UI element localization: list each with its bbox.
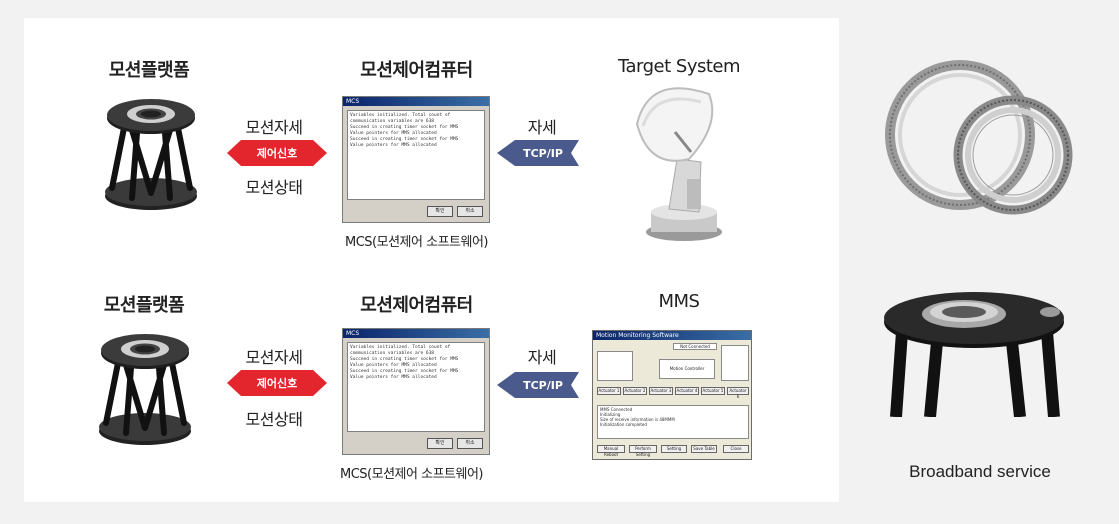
right-top-label-1: 자세 bbox=[527, 118, 557, 137]
actuator-button[interactable]: Actuator 6 bbox=[727, 387, 749, 399]
control-signal-label-1: 제어신호 bbox=[256, 147, 298, 160]
manual-reboot-button[interactable]: Manual Reboot bbox=[597, 445, 625, 457]
computer-caption-1: MCS(모션제어 소프트웨어) bbox=[345, 235, 488, 250]
log-line: Initialization completed bbox=[600, 422, 647, 427]
log-line: Value pointers for MMS allocated bbox=[350, 363, 437, 368]
mcs-window-1: MCS Variables initialized. Total count o… bbox=[342, 96, 490, 223]
tcpip-arrow-2: TCP/IP bbox=[497, 372, 579, 398]
tcpip-label-2: TCP/IP bbox=[523, 378, 563, 392]
log-line: Value pointers for MMS allocated bbox=[350, 375, 437, 380]
tcpip-label-1: TCP/IP bbox=[523, 146, 563, 160]
target-title-2: MMS bbox=[658, 291, 701, 312]
log-line: Initializing bbox=[600, 412, 621, 417]
actuator-button[interactable]: Actuator 3 bbox=[649, 387, 673, 395]
mcs-log-1: Variables initialized. Total count of co… bbox=[347, 110, 485, 200]
computer-title-1: 모션제어컴퓨터 bbox=[360, 60, 473, 81]
control-signal-arrow-2: 제어신호 bbox=[227, 370, 327, 396]
mms-center-label: Motion Controller bbox=[659, 359, 715, 379]
log-line: Succeed in creating timer socket for MMS bbox=[350, 357, 459, 362]
actuator-button[interactable]: Actuator 5 bbox=[701, 387, 725, 395]
motion-platform-image-2 bbox=[99, 334, 191, 445]
save-table-button[interactable]: Save Table bbox=[691, 445, 717, 453]
log-line: Value pointers for MMS allocated bbox=[350, 143, 437, 148]
log-line: Variables initialized. Total count of co… bbox=[350, 345, 451, 356]
mcs-ok-button-1[interactable]: 확인 bbox=[427, 206, 453, 217]
target-title-1: Target System bbox=[617, 56, 741, 77]
computer-caption-2: MCS(모션제어 소프트웨어) bbox=[340, 467, 483, 482]
log-line: Succeed in creating timer socket for MMS bbox=[350, 137, 459, 142]
actuator-button[interactable]: Actuator 1 bbox=[597, 387, 621, 395]
satellite-antenna-image bbox=[635, 87, 722, 241]
mcs-window-titlebar-2: MCS bbox=[343, 329, 489, 338]
slewing-bearing-image bbox=[885, 60, 1073, 215]
computer-title-2: 모션제어컴퓨터 bbox=[360, 295, 473, 316]
mms-right-group bbox=[721, 345, 749, 381]
broadband-service-caption: Broadband service bbox=[909, 462, 1051, 481]
actuator-button[interactable]: Actuator 2 bbox=[623, 387, 647, 395]
mcs-ok-button-2[interactable]: 확인 bbox=[427, 438, 453, 449]
mcs-cancel-button-2[interactable]: 취소 bbox=[457, 438, 483, 449]
mms-window-titlebar: Motion Monitoring Software bbox=[593, 331, 751, 340]
control-signal-label-2: 제어신호 bbox=[256, 377, 298, 390]
mcs-cancel-button-1[interactable]: 취소 bbox=[457, 206, 483, 217]
log-line: Variables initialized. Total count of co… bbox=[350, 113, 451, 124]
mms-log: MMS Connected Initializing Size of recei… bbox=[597, 405, 749, 439]
perform-setting-button[interactable]: Perform Setting bbox=[629, 445, 657, 457]
platform-title-2: 모션플랫폼 bbox=[103, 295, 185, 316]
tcpip-arrow-1: TCP/IP bbox=[497, 140, 579, 166]
control-signal-arrow-1: 제어신호 bbox=[227, 140, 327, 166]
platform-title-1: 모션플랫폼 bbox=[108, 60, 190, 81]
log-line: Succeed in creating timer socket for MMS bbox=[350, 125, 459, 130]
motion-platform-image-1 bbox=[105, 99, 197, 210]
turntable-platform-image bbox=[884, 292, 1064, 417]
close-button[interactable]: Close bbox=[723, 445, 749, 453]
mcs-window-2: MCS Variables initialized. Total count o… bbox=[342, 328, 490, 455]
right-top-label-2: 자세 bbox=[527, 348, 557, 367]
diagram-panel: 모션플랫폼 모션자세 제어신호 모션상태 모션제어컴퓨터 MCS Variabl… bbox=[24, 18, 839, 502]
log-line: Succeed in creating timer socket for MMS bbox=[350, 369, 459, 374]
log-line: MMS Connected bbox=[600, 407, 633, 412]
mcs-log-2: Variables initialized. Total count of co… bbox=[347, 342, 485, 432]
log-line: Value pointers for MMS allocated bbox=[350, 131, 437, 136]
setting-button[interactable]: Setting bbox=[661, 445, 687, 453]
actuator-button[interactable]: Actuator 4 bbox=[675, 387, 699, 395]
top-label-2: 모션자세 bbox=[245, 348, 303, 367]
bottom-label-1: 모션상태 bbox=[245, 178, 303, 197]
mms-window: Motion Monitoring Software Not Connected… bbox=[592, 330, 752, 460]
mcs-window-titlebar-1: MCS bbox=[343, 97, 489, 106]
mms-status: Not Connected bbox=[673, 343, 717, 350]
mms-left-group bbox=[597, 351, 633, 381]
top-label-1: 모션자세 bbox=[245, 118, 303, 137]
log-line: Size of receive information is 48MMM bbox=[600, 417, 675, 422]
bottom-label-2: 모션상태 bbox=[245, 410, 303, 429]
